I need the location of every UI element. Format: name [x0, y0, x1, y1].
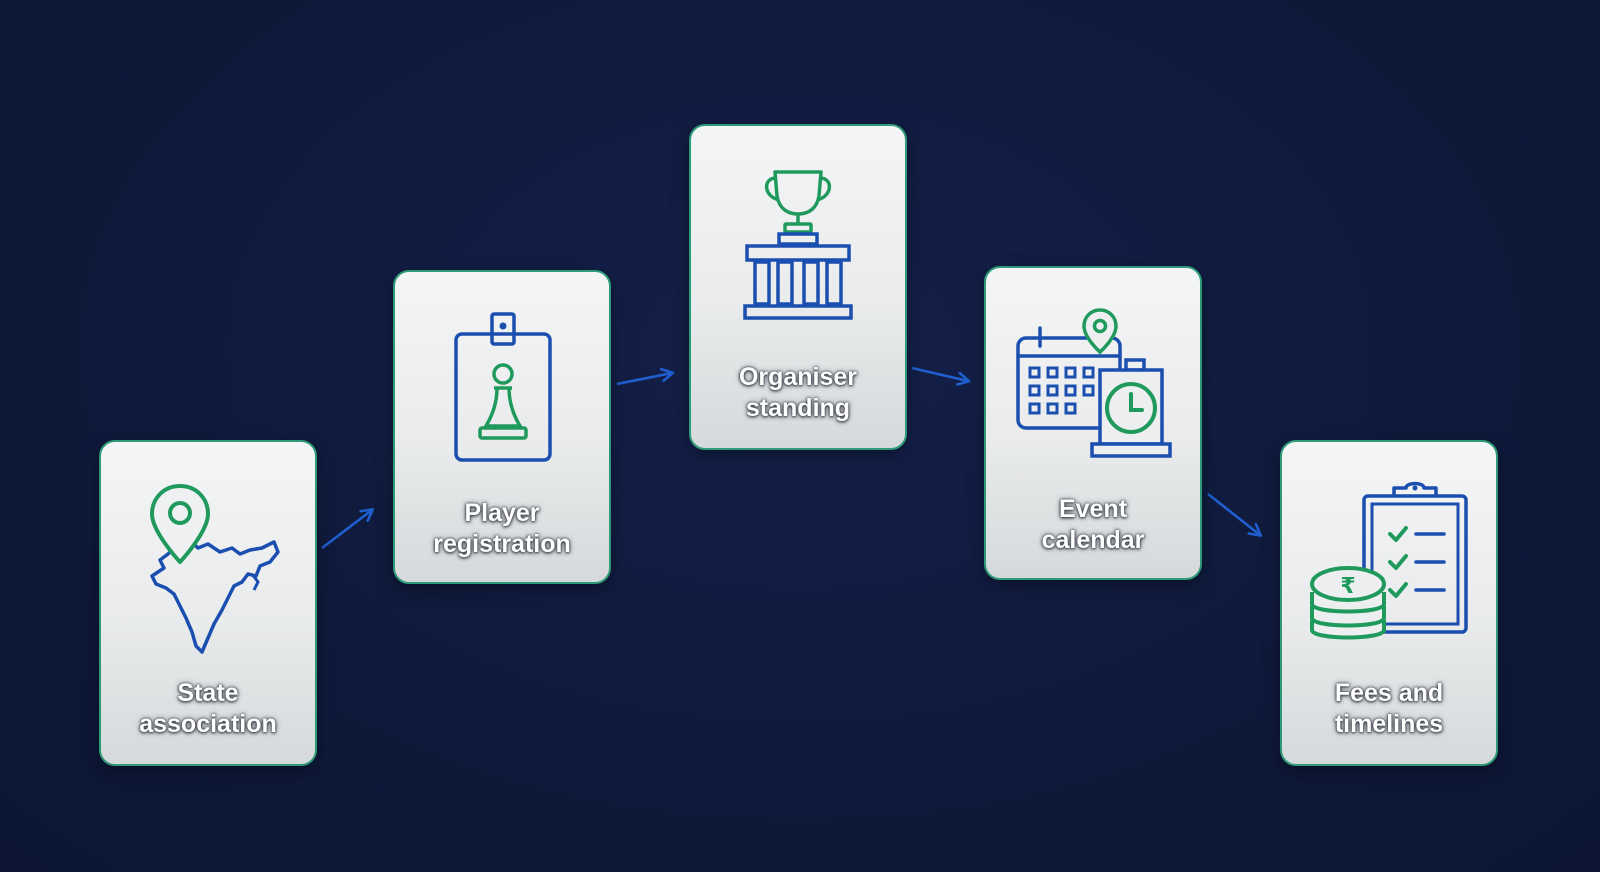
arrow-state-to-player — [321, 510, 372, 550]
card-fees-and-timelines: ₹ Fees and timelines — [1280, 440, 1498, 766]
card-label: State association — [139, 679, 277, 738]
arrow-organiser-to-event — [911, 366, 968, 381]
india-map-location-icon — [101, 482, 315, 662]
player-id-badge-chess-pawn-icon — [395, 312, 609, 472]
card-organiser-standing: Organiser standing — [689, 124, 907, 450]
card-event-calendar: Event calendar — [984, 266, 1202, 580]
trophy-podium-icon — [691, 166, 905, 326]
card-label: Organiser standing — [738, 363, 858, 422]
card-player-registration: Player registration — [393, 270, 611, 584]
svg-text:₹: ₹ — [1340, 574, 1355, 599]
card-label: Fees and timelines — [1334, 679, 1444, 738]
card-state-association: State association — [99, 440, 317, 766]
card-label: Event calendar — [1041, 495, 1145, 554]
card-label: Player registration — [433, 499, 571, 558]
arrow-event-to-fees — [1207, 492, 1260, 535]
rupee-coins-checklist-icon: ₹ — [1282, 480, 1496, 650]
arrow-player-to-organiser — [616, 373, 672, 386]
calendar-clock-location-icon — [986, 308, 1200, 468]
